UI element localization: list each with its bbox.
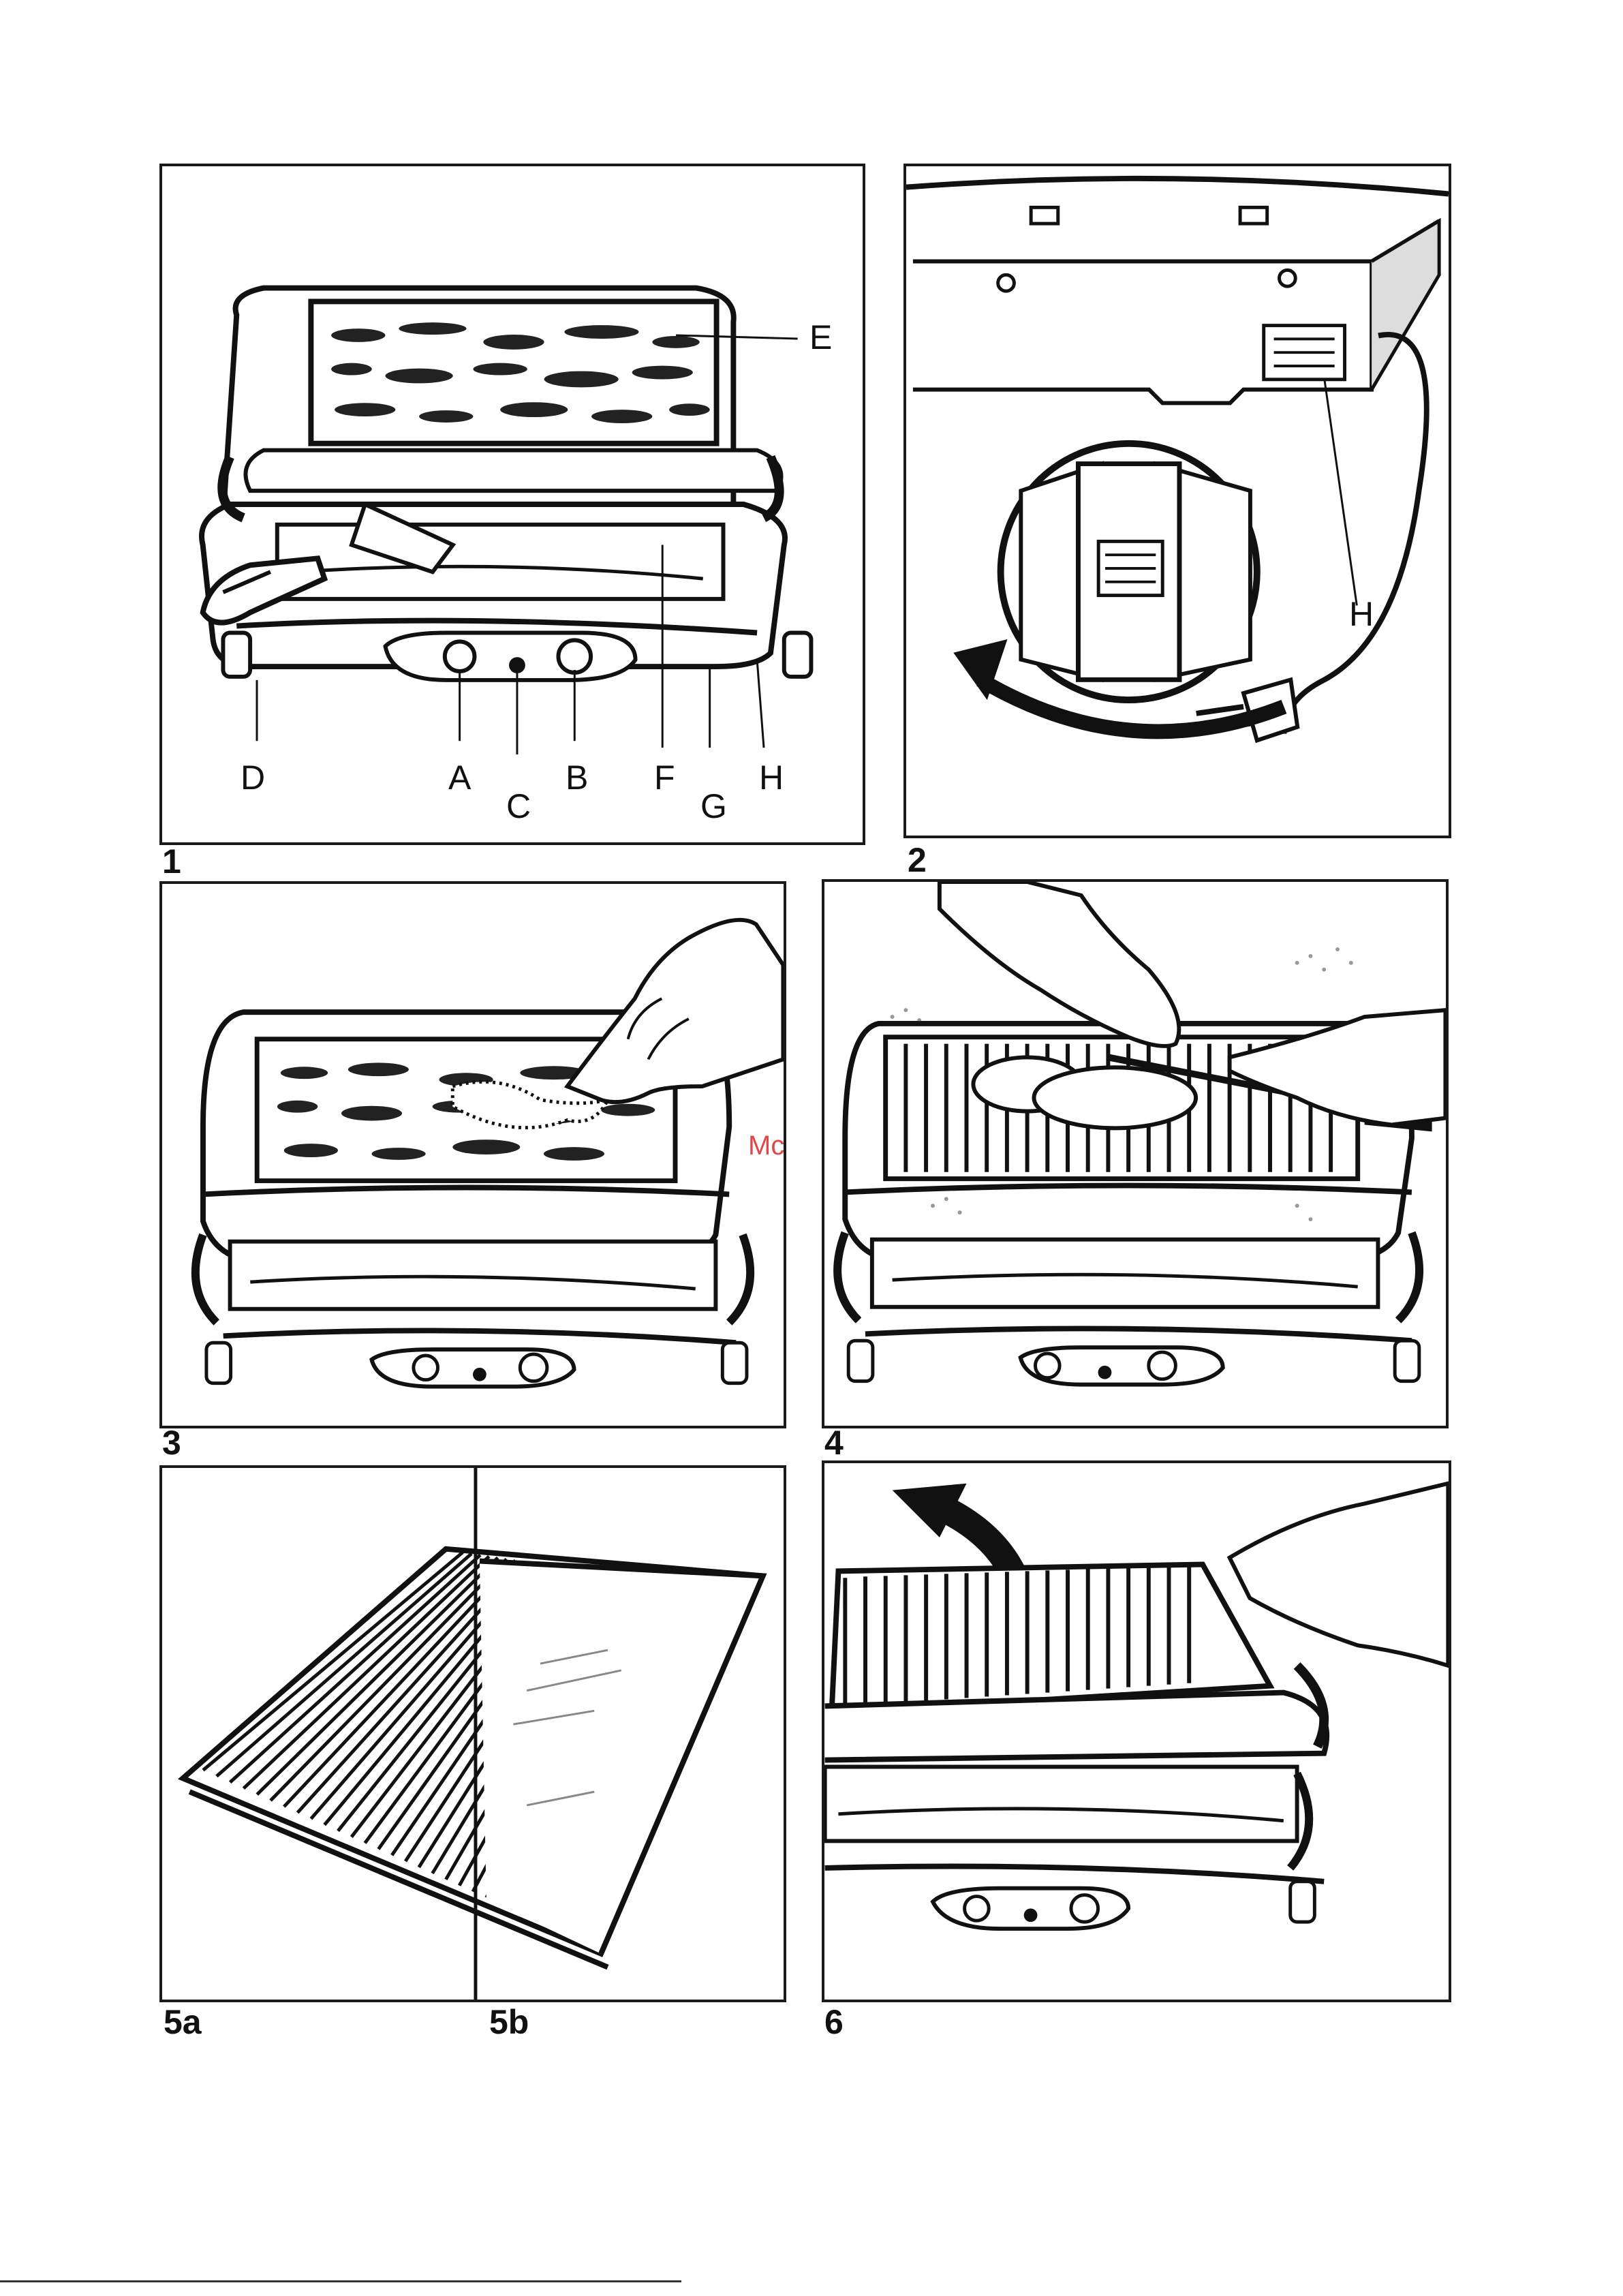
removing-plate-illustration <box>824 1463 1449 2000</box>
callout-H: H <box>759 758 784 797</box>
figure-1-label: 1 <box>162 842 181 881</box>
figure-1-panel: E D A C B F G H <box>159 164 865 845</box>
oiling-plate-illustration <box>162 884 784 1426</box>
reversible-plate-illustration <box>162 1468 784 2000</box>
watermark: McGrp.Ru <box>748 1131 786 1161</box>
figure-3-label: 3 <box>162 1423 181 1463</box>
callout-A: A <box>448 758 471 797</box>
figure-6-label: 6 <box>824 2002 844 2042</box>
callout-E: E <box>809 318 832 357</box>
callout-B: B <box>566 758 588 797</box>
callout-C: C <box>506 786 531 826</box>
callout-H: H <box>1349 594 1374 634</box>
figure-4-panel <box>822 879 1449 1428</box>
figure-5-panel <box>159 1465 786 2002</box>
grill-underside-illustration <box>906 166 1449 836</box>
grilling-steak-illustration <box>824 882 1446 1426</box>
figure-2-label: 2 <box>908 840 927 880</box>
figure-2-panel: H <box>903 164 1451 838</box>
page-bottom-rule <box>0 2280 681 2282</box>
figure-6-panel <box>822 1460 1451 2002</box>
grill-overview-illustration <box>162 166 863 842</box>
figure-4-label: 4 <box>824 1423 844 1463</box>
callout-G: G <box>700 786 727 826</box>
figure-3-panel: McGrp.Ru <box>159 881 786 1428</box>
figure-5a-label: 5a <box>164 2002 202 2042</box>
figure-5b-label: 5b <box>489 2002 529 2042</box>
callout-D: D <box>241 758 265 797</box>
callout-F: F <box>654 758 675 797</box>
